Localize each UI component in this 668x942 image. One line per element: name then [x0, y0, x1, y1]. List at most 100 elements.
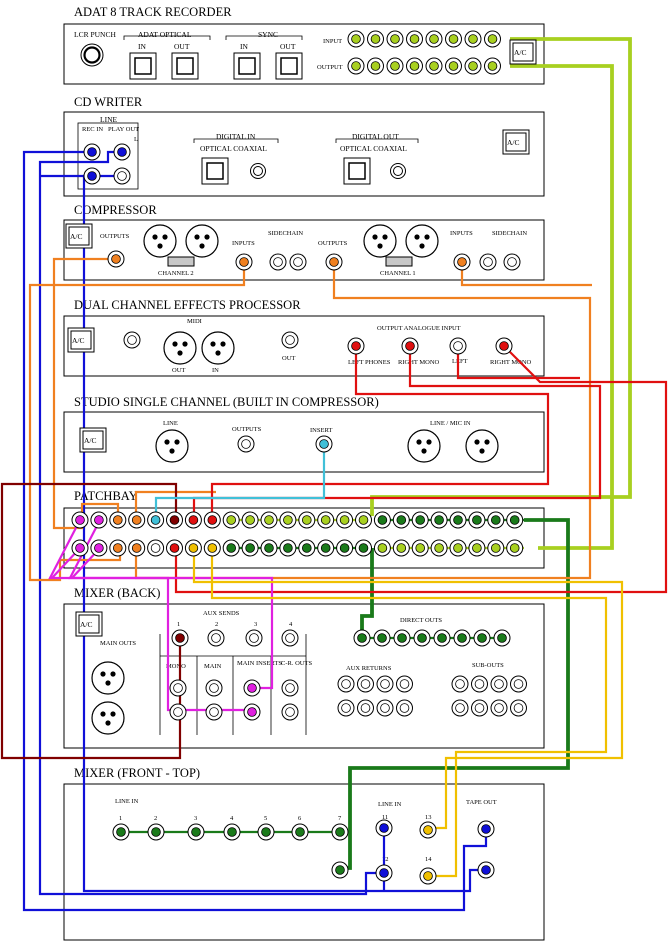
channel-1-label: CHANNEL 1: [380, 270, 416, 277]
patchbay-upper-jack: [147, 511, 165, 529]
studio-line-mic-xlr: [407, 429, 441, 463]
patchbay-upper-jack: [222, 511, 240, 529]
aux-return-jack: [337, 675, 355, 693]
fx-left-phones-jack: [347, 337, 365, 355]
comp-inputs-1: INPUTS: [232, 240, 255, 247]
adat-output-jack: [347, 57, 365, 75]
ch-13-num: 13: [425, 814, 432, 821]
front-channel-number: 2: [154, 815, 157, 822]
patchbay-upper-jack: [184, 511, 202, 529]
patchbay-lower-jack: [260, 539, 278, 557]
fx-midi-label: MIDI: [187, 318, 202, 325]
fx-midi-in-label: IN: [212, 367, 219, 374]
front-channel-number: 5: [264, 815, 267, 822]
comp-sidechain-jack: [503, 253, 521, 271]
adat-output-jack: [386, 57, 404, 75]
patchbay-upper-jack: [241, 511, 259, 529]
patchbay-lower-jack: [392, 539, 410, 557]
studio-details: LINE OUTPUTS INSERT LINE / MIC IN: [163, 420, 471, 434]
patchbay-upper-jack: [317, 511, 335, 529]
main-inserts-label: MAIN INSERTS: [237, 660, 282, 667]
cd-optical-coaxial-out: OPTICAL COAXIAL: [340, 144, 407, 153]
adat-ac-socket: A/C: [509, 39, 537, 65]
fx-left: LEFT: [452, 358, 468, 365]
patchbay-lower-jack: [279, 539, 297, 557]
patchbay-lower-jack: [336, 539, 354, 557]
aux-return-jack: [396, 675, 413, 693]
svg-text:A/C: A/C: [507, 138, 520, 147]
ch-14-num: 14: [425, 856, 432, 863]
aux-returns-label: AUX RETURNS: [346, 665, 392, 672]
comp-output-jack: [107, 250, 125, 268]
direct-out-jack: [493, 629, 511, 647]
studio-channel-panel: [63, 411, 545, 473]
adat-output-label: OUTPUT: [317, 64, 343, 71]
adat-input-jack: [445, 30, 462, 48]
compressor-details: OUTPUTS INPUTS SIDECHAIN OUTPUTS INPUTS …: [100, 230, 527, 277]
patchbay-lower-jack: [449, 539, 467, 557]
cd-rec-in-label: REC IN: [82, 126, 103, 133]
cd-optical-coaxial-in: OPTICAL COAXIAL: [200, 144, 267, 153]
front-channel-number: 3: [194, 815, 197, 822]
cd-play-out-jack: [113, 167, 131, 185]
front-line-in-7-lower-jack: [331, 861, 349, 879]
comp-xlr: [405, 224, 439, 258]
patchbay-lower-jack: [506, 539, 524, 557]
cd-play-out-label: PLAY OUT: [108, 126, 139, 133]
channel-2-label: CHANNEL 2: [158, 270, 194, 277]
patchbay-upper-jack: [336, 511, 354, 529]
patchbay-lower-jack: [355, 539, 372, 557]
orange-cable-comp-in-1: [28, 262, 246, 582]
comp-sidechain-jack: [289, 253, 307, 271]
sub-out-jack: [451, 699, 469, 717]
aux-1-num: 1: [177, 621, 180, 628]
front-line-in-label: LINE IN: [115, 798, 139, 805]
comp-sidechain-jack: [479, 253, 497, 271]
direct-out-jack: [433, 629, 451, 647]
fx-jack: [123, 331, 141, 349]
front-channel-number: 6: [298, 815, 302, 822]
comp-input-jack: [453, 253, 471, 271]
studio-line-label: LINE: [163, 420, 178, 427]
cd-digital-out-label: DIGITAL OUT: [352, 132, 399, 141]
sub-out-jack: [510, 675, 527, 693]
mixer-back-panel: [63, 603, 545, 749]
mixer-front-title: MIXER (FRONT - TOP): [74, 766, 200, 780]
cr-outs-label: C-R. OUTS: [281, 660, 312, 667]
patchbay-lower-jack: [128, 539, 146, 557]
comp-input-jack: [235, 253, 253, 271]
patchbay-lower-jack: [90, 539, 108, 557]
fx-right-mono-in-jack: [495, 337, 513, 355]
fx-output-analogue-input: OUTPUT ANALOGUE INPUT: [377, 325, 461, 332]
aux-3-num: 3: [254, 621, 257, 628]
comp-sidechain-jack: [269, 253, 287, 271]
cyan-cable-studio-insert: [154, 442, 326, 520]
patchbay-upper-jack: [373, 511, 391, 529]
main-insert-jack: [243, 703, 261, 721]
magenta-cable-main-r: [68, 519, 274, 690]
effects-details: MIDI OUT IN OUT OUTPUT ANALOGUE INPUT LE…: [172, 318, 532, 374]
direct-outs-label: DIRECT OUTS: [400, 617, 442, 624]
patchbay-upper-jack: [411, 511, 429, 529]
ac-power-sockets: A/CA/CA/CA/CA/CA/C: [65, 39, 537, 637]
main-out-xlr: [91, 701, 125, 735]
effects-processor-title: DUAL CHANNEL EFFECTS PROCESSOR: [74, 298, 301, 312]
fx-ac-socket: A/C: [67, 327, 95, 353]
lime-cable-adat-input: [370, 37, 632, 516]
fx-left-jack: [449, 337, 467, 355]
front-line-in-13-jack: [419, 821, 437, 839]
adat-in-label: IN: [138, 42, 146, 51]
comp-sidechain-1: SIDECHAIN: [268, 230, 303, 237]
adat-input-jack: [347, 30, 365, 48]
front-line-in-14-jack: [419, 867, 437, 885]
aux-send-1-jack: [171, 629, 189, 647]
red-cable-fx-right-in: [174, 345, 668, 594]
patchbay-lower-jack: [203, 539, 221, 557]
yellow-cable-ch13: [192, 548, 624, 830]
mixer-back-ac-socket: A/C: [75, 611, 103, 637]
front-line-in-12-jack: [375, 864, 393, 882]
patchbay-upper-jack: [506, 511, 524, 529]
patchbay-upper-jack: [468, 511, 486, 529]
front-channel-number: 4: [230, 815, 234, 822]
fx-out-jack: [281, 331, 299, 349]
